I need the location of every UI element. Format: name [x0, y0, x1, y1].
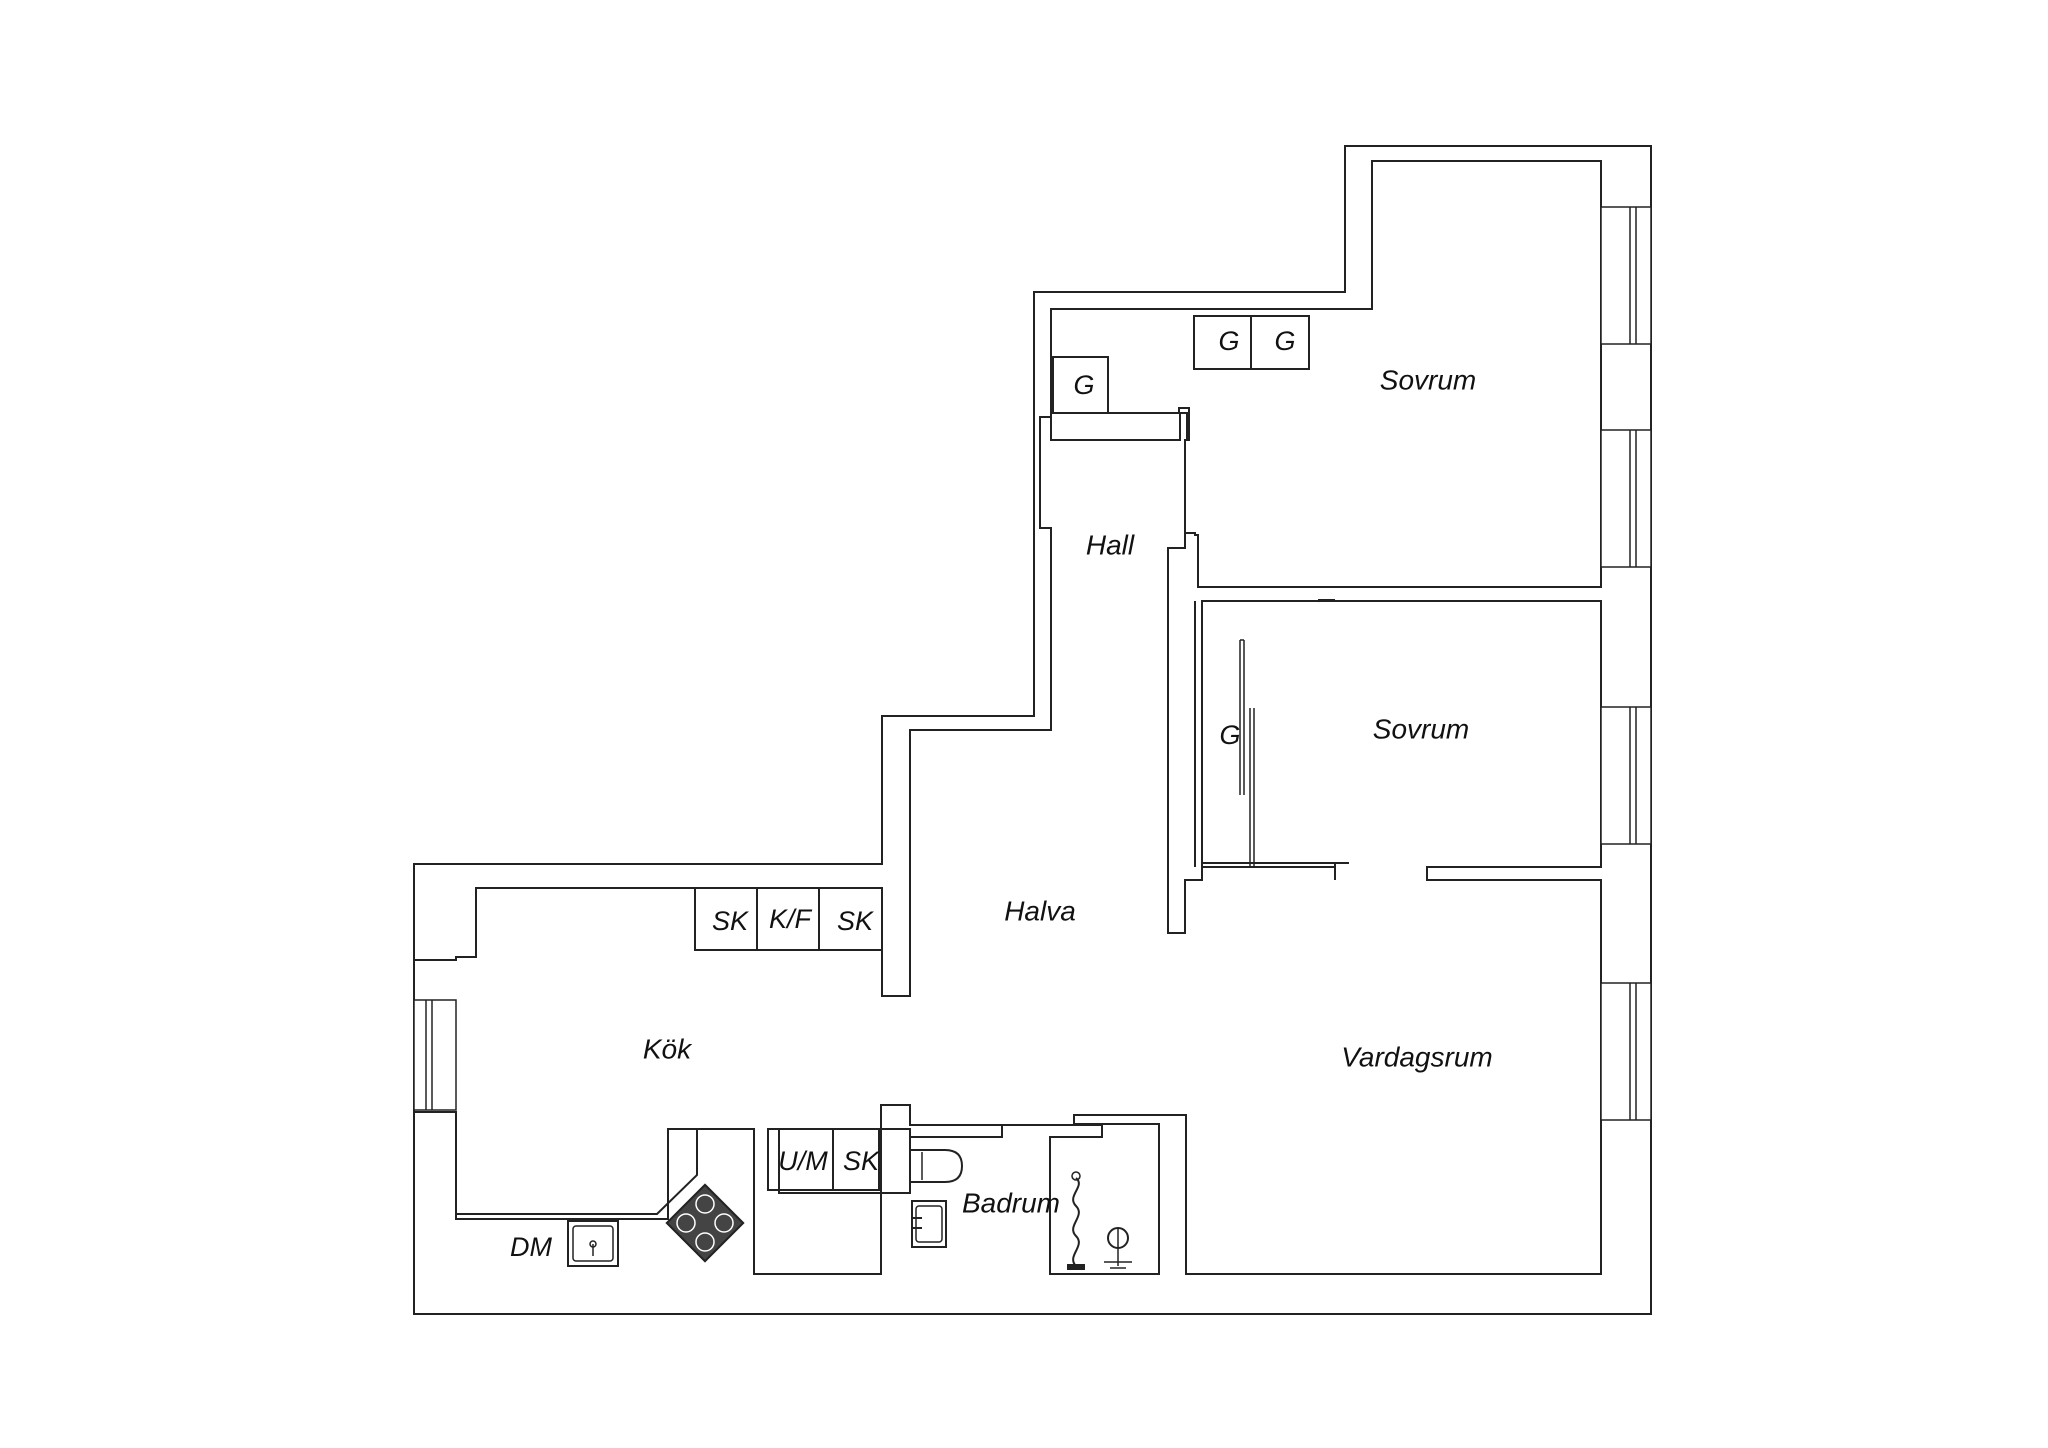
label-bathroom: Badrum [962, 1187, 1060, 1218]
bathroom-fixtures [910, 1149, 1132, 1270]
label-bedroom-mid: Sovrum [1373, 713, 1469, 744]
label-dishwasher: DM [510, 1232, 552, 1262]
wardrobe-top-2 [1250, 315, 1310, 370]
sink-icon [567, 1220, 619, 1267]
bedroom-top-door-jamb [1184, 439, 1189, 548]
shower-head-icon [1104, 1227, 1132, 1269]
label-washer-dryer: U/M [778, 1146, 828, 1176]
shower-hose-icon [1067, 1171, 1085, 1270]
bath-cab [832, 1128, 880, 1191]
windows [413, 206, 1652, 1121]
window-kitchen [413, 999, 457, 1111]
door-openings [910, 416, 1428, 1138]
window-living [1600, 982, 1652, 1121]
label-bath-cab: SK [843, 1146, 880, 1176]
toilet-icon [910, 1149, 964, 1183]
label-hall: Hall [1086, 529, 1135, 560]
kitchen-counter [455, 1129, 698, 1216]
window-bedroom-top-1 [1600, 206, 1652, 345]
stove-icon [665, 1183, 745, 1263]
kitchen-fixtures [455, 887, 883, 1267]
bath-sink-icon [911, 1200, 947, 1248]
bedroom-mid-door-left [1202, 866, 1336, 880]
wardrobes [1052, 315, 1310, 868]
room-labels: Sovrum Sovrum Hall Halva Kök Vardagsrum … [643, 364, 1493, 1218]
label-kitchen: Kök [643, 1033, 693, 1064]
kitchen-cab-2 [818, 887, 883, 951]
fixture-labels: G G G G SK K/F SK U/M SK DM [510, 326, 1296, 1262]
label-wardrobe-top-1: G [1218, 326, 1239, 356]
window-bedroom-mid [1600, 706, 1652, 845]
window-bedroom-top-2 [1600, 429, 1652, 568]
label-kitchen-cab-2: SK [837, 906, 874, 936]
label-halva: Halva [1004, 895, 1076, 926]
label-wardrobe-mid: G [1219, 720, 1240, 750]
label-fridge-freezer: K/F [769, 904, 813, 934]
wardrobe-hall [1052, 356, 1109, 414]
bath-door-left [910, 1124, 1003, 1138]
wardrobe-mid-sliding-doors [1239, 639, 1255, 868]
label-kitchen-cab-1: SK [712, 906, 749, 936]
label-bedroom-top: Sovrum [1380, 364, 1476, 395]
label-living: Vardagsrum [1341, 1041, 1492, 1072]
label-wardrobe-hall: G [1073, 370, 1094, 400]
label-wardrobe-top-2: G [1274, 326, 1295, 356]
